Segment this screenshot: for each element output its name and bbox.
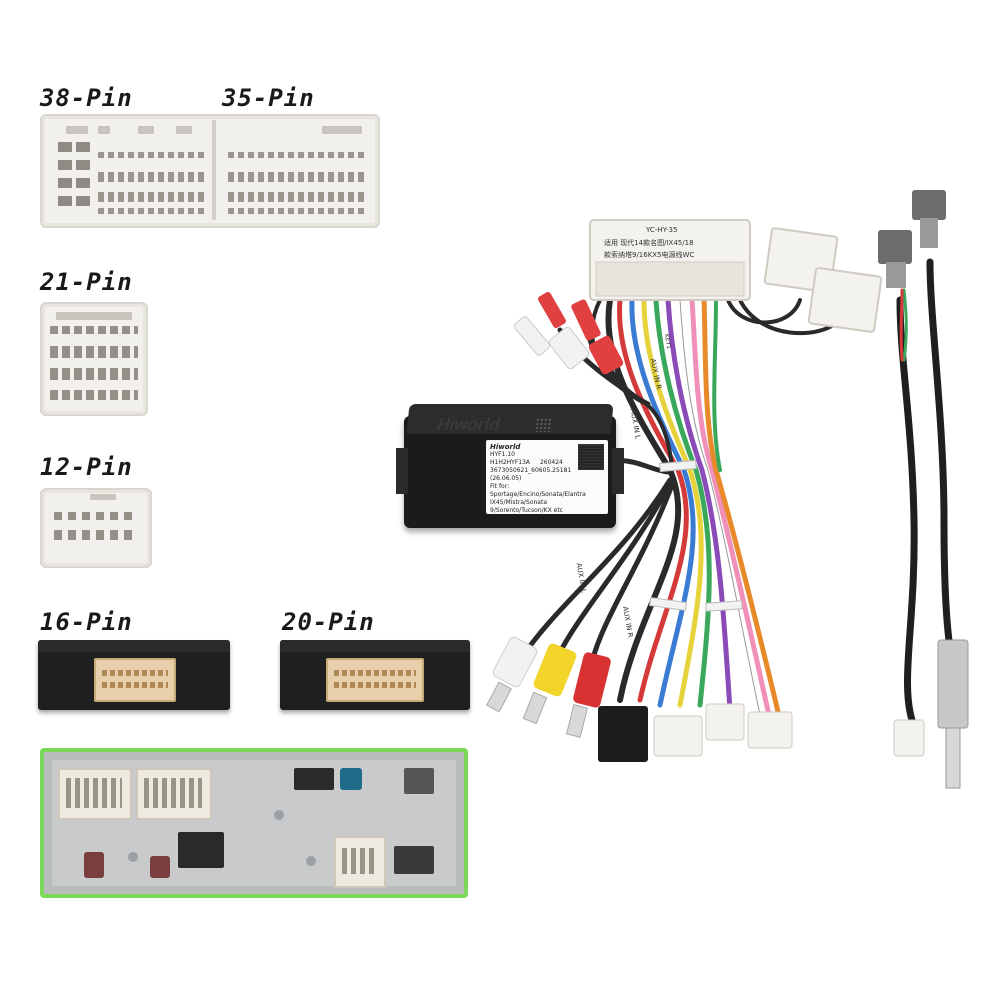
connector-38-35-pin: [40, 114, 380, 228]
rear-socket-small: [334, 836, 386, 888]
label-38-pin: 38-Pin: [40, 84, 133, 112]
radio-rear-panel: [40, 748, 468, 898]
connector-12-pin: [40, 488, 152, 568]
qr-code-icon: [578, 444, 604, 470]
sticker-code: H1H2HYF13A: [490, 459, 531, 466]
decoder-brand-logo: Hiworld: [436, 415, 501, 434]
decoder-label-sticker: Hiworld HYF1.10 H1H2HYF13A 260424 367305…: [486, 440, 608, 514]
sticker-brand: Hiworld: [490, 443, 521, 451]
harness-main-connector-line1: 适用 现代14款名图/IX45/18: [604, 239, 694, 247]
rear-socket-35-pin: [136, 768, 212, 820]
module-16-pin: [38, 640, 230, 710]
sticker-fit-line2: IX45/Mistra/Sonata 9/Sorento/Tucson/KX e…: [490, 499, 563, 514]
label-12-pin: 12-Pin: [40, 453, 133, 481]
label-20-pin: 20-Pin: [282, 608, 375, 636]
fakra-brown-socket-1: [84, 852, 104, 878]
label-16-pin: 16-Pin: [40, 608, 133, 636]
rear-socket-38-pin: [58, 768, 132, 820]
fakra-blue-socket: [340, 768, 362, 790]
connector-21-pin: [40, 302, 148, 416]
speaker-grille-icon: [534, 418, 553, 432]
harness-main-connector-code: YC-HY-35: [646, 226, 678, 234]
fakra-brown-socket-2: [150, 856, 170, 878]
sticker-model: HYF1.10: [490, 451, 515, 458]
decoder-box: Hiworld Hiworld HYF1.10 H1H2HYF13A 26042…: [396, 404, 624, 528]
sticker-fit-line1: Sportage/Encino/Sonata/Elantra: [490, 491, 586, 498]
harness-main-connector-line2: 款索纳塔9/16KX5电源线WC: [604, 251, 695, 259]
label-35-pin: 35-Pin: [222, 84, 315, 112]
module-20-pin: [280, 640, 470, 710]
label-21-pin: 21-Pin: [40, 268, 133, 296]
sticker-fit-prefix: Fit for:: [490, 483, 510, 490]
sticker-version: (26.06.05): [490, 475, 522, 482]
sticker-date: 260424: [539, 459, 563, 466]
sticker-serial: 3673050621_60605.25181: [490, 467, 572, 474]
